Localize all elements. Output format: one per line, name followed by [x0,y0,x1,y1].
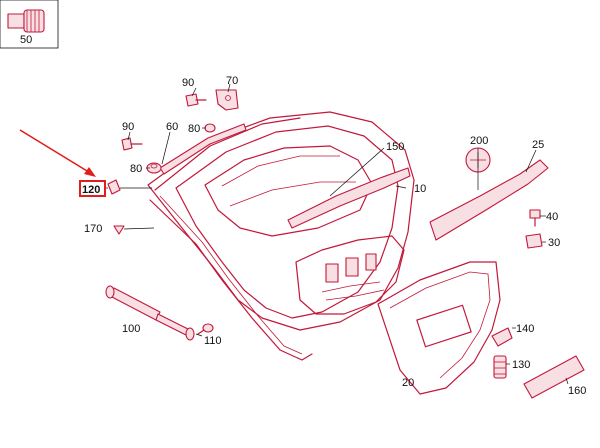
strip-160 [523,355,585,399]
part-label-60[interactable]: 60 [166,121,178,133]
tailgate-assembly [147,111,415,331]
bracket-140 [491,327,513,347]
inset-part-illustration [7,9,45,33]
buffer-130 [493,355,507,379]
clip-30 [525,233,543,249]
part-label-30[interactable]: 30 [548,237,560,249]
part-label-90[interactable]: 90 [182,77,194,89]
spoiler-150 [287,167,411,229]
part-label-10[interactable]: 10 [414,183,426,195]
highlight-arrow [19,129,96,177]
trim-strip-60 [159,123,247,175]
lower-panel-20-inner [389,271,491,379]
part-label-90-second[interactable]: 90 [122,121,134,133]
hinge-70 [215,89,239,111]
seal-170-inner [159,195,303,355]
tailgate-inner-frame [175,125,399,319]
inset-label[interactable]: 50 [20,34,32,46]
trim-strip-25 [429,159,549,241]
part-label-170[interactable]: 170 [84,223,102,235]
bolt-90-second [121,137,143,151]
lower-panel-20 [377,261,501,395]
part-labels: 90 70 90 60 80 80 120 170 150 10 200 25 … [82,75,586,397]
part-label-200[interactable]: 200 [470,135,488,147]
part-label-140[interactable]: 140 [516,323,534,335]
bolt-110 [197,323,214,335]
tailgate-inner-structure [295,235,405,315]
bolt-40 [529,209,541,227]
grommet-80-upper [204,123,216,133]
gas-strut-100 [105,285,195,341]
part-label-25[interactable]: 25 [532,139,544,151]
part-label-80-lower[interactable]: 80 [130,163,142,175]
part-label-20[interactable]: 20 [402,377,414,389]
bolt-90-top [185,93,207,107]
clip-120 [107,179,121,195]
part-label-70[interactable]: 70 [226,75,238,87]
part-label-160[interactable]: 160 [568,385,586,397]
inset-box: 50 [0,0,59,49]
licence-plate-recess [416,304,472,348]
lock-mechanism [321,253,385,301]
part-label-130[interactable]: 130 [512,359,530,371]
clip-170-shape [113,225,125,235]
part-label-120[interactable]: 120 [82,184,100,196]
rear-window-opening [204,145,373,237]
part-label-80-upper[interactable]: 80 [188,123,200,135]
highlight-box [79,180,106,197]
seal-170 [149,117,313,361]
window-glass-lines [221,155,356,207]
part-label-100[interactable]: 100 [122,323,140,335]
part-label-40[interactable]: 40 [546,211,558,223]
part-label-110[interactable]: 110 [204,335,222,347]
part-label-150[interactable]: 150 [386,141,404,153]
